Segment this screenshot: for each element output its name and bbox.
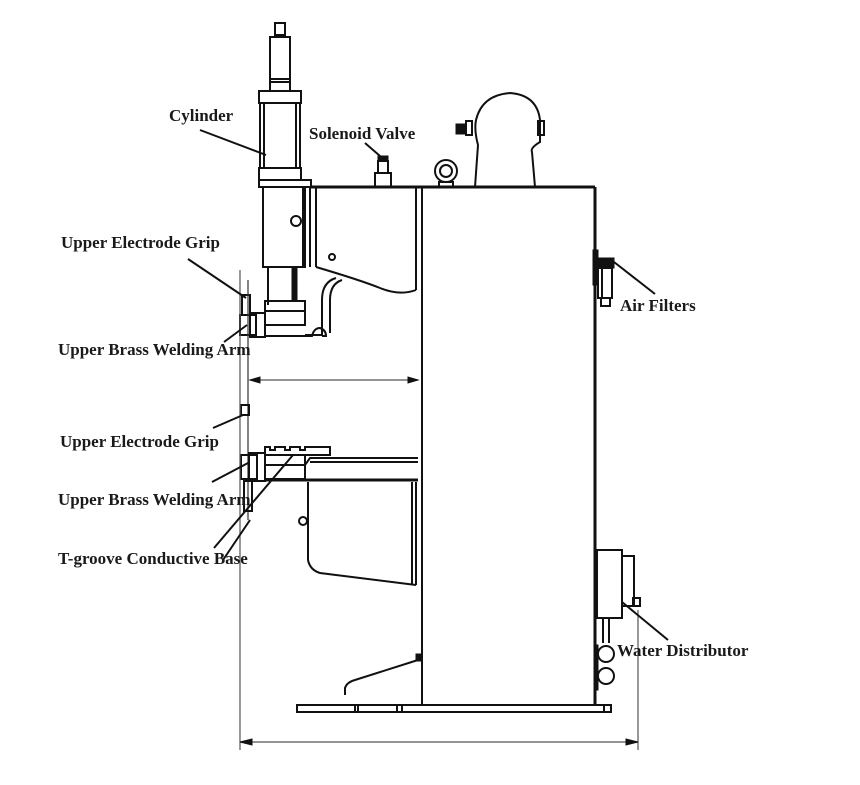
leader-lines	[187, 129, 669, 641]
eye-bolt	[434, 159, 458, 188]
transformer-dome	[455, 91, 545, 188]
cylinder-part	[258, 22, 312, 188]
label-upper-electrode-grip-top: Upper Electrode Grip	[61, 233, 220, 252]
label-cylinder: Cylinder	[169, 106, 234, 125]
base-plate	[296, 704, 612, 713]
label-water-distributor: Water Distributor	[617, 641, 749, 660]
head-block	[262, 186, 306, 305]
label-air-filters: Air Filters	[620, 296, 696, 315]
water-distributor-part	[594, 549, 641, 691]
air-filter-part	[592, 249, 615, 307]
solenoid-valve-part	[374, 155, 392, 188]
labels: Cylinder Solenoid Valve Upper Electrode …	[58, 106, 749, 660]
lower-tooling	[240, 404, 418, 512]
machine-frame	[298, 185, 597, 705]
label-t-groove-conductive-base: T-groove Conductive Base	[58, 549, 248, 568]
label-upper-electrode-grip-bottom: Upper Electrode Grip	[60, 432, 219, 451]
label-upper-brass-welding-arm-bottom: Upper Brass Welding Arm	[58, 490, 251, 509]
label-solenoid-valve: Solenoid Valve	[309, 124, 416, 143]
label-upper-brass-welding-arm-top: Upper Brass Welding Arm	[58, 340, 251, 359]
dimension-lines	[239, 270, 639, 750]
